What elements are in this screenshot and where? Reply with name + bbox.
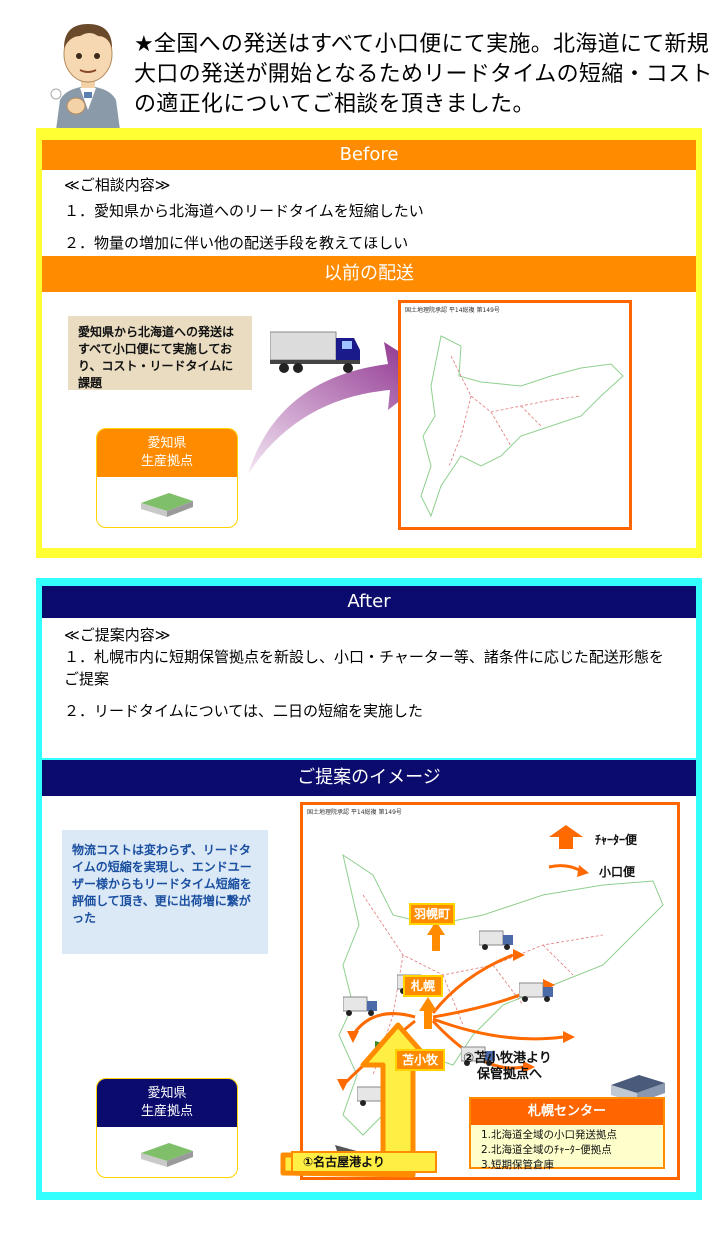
before-note: 愛知県から北海道への発送はすべて小口便にて実施しており、コスト・リードタイムに課… [68, 316, 252, 390]
before-consult-box: ≪ご相談内容≫ １．愛知県から北海道へのリードタイムを短縮したい ２．物量の増加… [42, 170, 696, 256]
consult-item-1: １．愛知県から北海道へのリードタイムを短縮したい [64, 202, 424, 220]
after-panel: After ≪ご提案内容≫ １．札幌市内に短期保管拠点を新設し、小口・チャーター… [36, 578, 702, 1200]
port-label: ①名古屋港より [291, 1151, 437, 1173]
before-title-bar: Before [42, 140, 696, 170]
consult-item-2: ２．物量の増加に伴い他の配送手段を教えてほしい [64, 234, 409, 252]
route-note-line1: ②苫小牧港より [463, 1051, 552, 1066]
after-proposal-box: ≪ご提案内容≫ １．札幌市内に短期保管拠点を新設し、小口・チャーター等、諸条件に… [42, 618, 696, 758]
charter-legend-icon [549, 825, 583, 849]
legend-small-parcel: 小口便 [599, 865, 636, 879]
shipping-arrow [248, 342, 434, 474]
route-note: ②苫小牧港より 保管拠点へ [463, 1051, 552, 1083]
truck-icon [461, 1046, 495, 1066]
staff-avatar [50, 14, 126, 130]
after-title: After [347, 591, 391, 612]
truck-icon [479, 930, 513, 950]
after-section-bar: ご提案のイメージ [42, 760, 696, 796]
before-plant-card: 愛知県 生産拠点 [96, 428, 238, 528]
before-panel: Before ≪ご相談内容≫ １．愛知県から北海道へのリードタイムを短縮したい … [36, 128, 702, 558]
sapporo-center-card: 札幌センター 1.北海道全域の小口発送拠点 2.北海道全域のﾁｬｰﾀｰ便拠点 3… [469, 1097, 665, 1171]
headline-text: ★全国への発送はすべて小口便にて実施。北海道にて新規大口の発送が開始となるためリ… [134, 32, 713, 117]
truck-icon [343, 996, 377, 1016]
after-plant-line2: 生産拠点 [140, 1104, 193, 1119]
city-tomakomai: 苫小牧 [395, 1049, 445, 1071]
proposal-item-2: ２．リードタイムについては、二日の短縮を実施した [64, 702, 423, 720]
after-plant-line1: 愛知県 [147, 1086, 187, 1101]
after-plant-card: 愛知県 生産拠点 [96, 1078, 238, 1178]
city-sapporo: 札幌 [403, 975, 443, 997]
before-plant-line1: 愛知県 [147, 436, 187, 451]
before-title: Before [339, 144, 399, 165]
before-plant-header: 愛知県 生産拠点 [97, 429, 237, 477]
before-plant-line2: 生産拠点 [140, 454, 193, 469]
center-item-3: 3.短期保管倉庫 [481, 1159, 555, 1171]
consult-heading: ≪ご相談内容≫ [64, 176, 171, 194]
before-hokkaido-map: 国土地理院承認 平14総複 第149号 [398, 300, 632, 530]
factory-icon [141, 493, 193, 517]
up-arrow-icon [427, 921, 445, 951]
after-map-caption: 国土地理院承認 平14総複 第149号 [307, 809, 402, 816]
after-title-bar: After [42, 586, 696, 618]
after-section-title: ご提案のイメージ [297, 767, 441, 788]
city-haboro: 羽幌町 [409, 903, 455, 925]
factory-icon [141, 1143, 193, 1167]
center-item-1: 1.北海道全域の小口発送拠点 [481, 1129, 618, 1141]
center-item-2: 2.北海道全域のﾁｬｰﾀｰ便拠点 [481, 1144, 612, 1156]
before-section-bar: 以前の配送 [42, 256, 696, 292]
after-diagram-area: 物流コストは変わらず、リードタイムの短縮を実現し、エンドユーザー様からもリードタ… [42, 796, 696, 1192]
after-plant-header: 愛知県 生産拠点 [97, 1079, 237, 1127]
truck-icon [519, 982, 553, 1002]
before-section-title: 以前の配送 [324, 263, 414, 284]
legend-charter: ﾁｬｰﾀｰ便 [595, 833, 638, 847]
after-note: 物流コストは変わらず、リードタイムの短縮を実現し、エンドユーザー様からもリードタ… [62, 830, 268, 954]
truck-icon [270, 331, 360, 373]
small-parcel-legend-icon [548, 864, 589, 877]
before-diagram-area: 愛知県から北海道への発送はすべて小口便にて実施しており、コスト・リードタイムに課… [42, 292, 696, 548]
route-note-line2: 保管拠点へ [477, 1067, 543, 1082]
center-title: 札幌センター [471, 1099, 663, 1125]
after-hokkaido-map: 国土地理院承認 平14総複 第149号 [280, 802, 680, 1180]
hokkaido-map-outline [420, 335, 624, 518]
up-arrow-icon [419, 997, 437, 1029]
proposal-item-1: １．札幌市内に短期保管拠点を新設し、小口・チャーター等、諸条件に応じた配送形態を… [64, 648, 664, 688]
proposal-heading: ≪ご提案内容≫ [64, 626, 171, 644]
before-map-caption: 国土地理院承認 平14総複 第149号 [405, 307, 500, 314]
